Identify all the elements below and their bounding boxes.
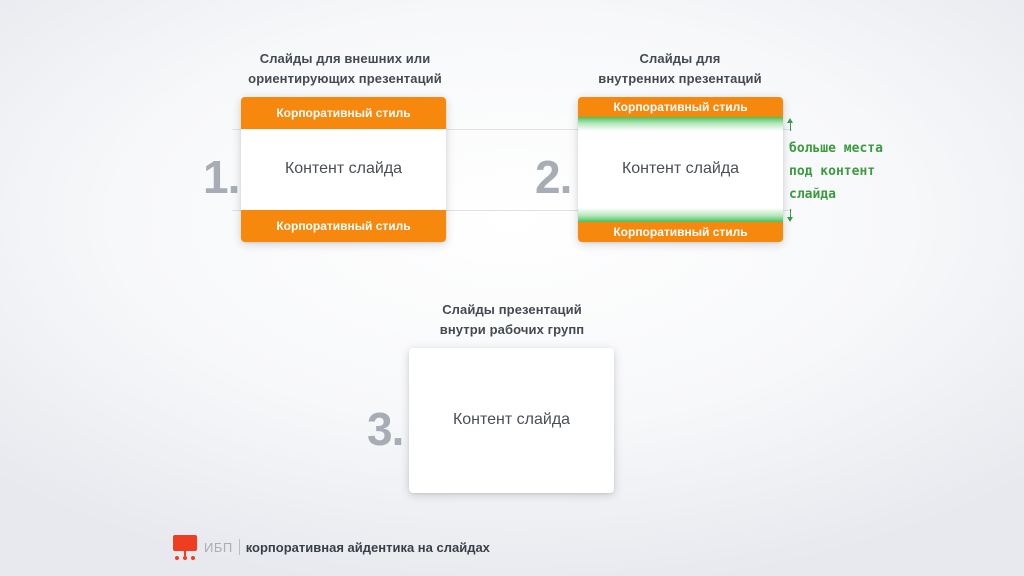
variant-2-content: Контент слайда <box>621 160 740 177</box>
variant-2-caption-line-1: Слайды для <box>639 51 721 66</box>
variant-2-bottom-band: Корпоративный стиль <box>578 222 783 242</box>
note-line-1: больше места <box>789 141 883 156</box>
variant-3-content: Контент слайда <box>452 411 571 428</box>
extra-space-note: больше места под контент слайда <box>789 137 883 206</box>
variant-2-slide: Корпоративный стиль Контент слайда Корпо… <box>578 97 783 242</box>
variant-2-extra-space-top <box>578 117 783 131</box>
variant-2-caption-line-2: внутренних презентаций <box>598 71 762 86</box>
variant-1-number: 1. <box>203 151 240 203</box>
footer: ИБП корпоративная айдентика на слайдах <box>172 531 490 563</box>
note-line-3: слайда <box>789 187 836 202</box>
variant-1-top-band: Корпоративный стиль <box>241 97 446 129</box>
note-line-2: под контент <box>789 164 876 179</box>
variant-3-caption-line-1: Слайды презентаций <box>442 302 582 317</box>
variant-2-top-band: Корпоративный стиль <box>578 97 783 117</box>
variant-1-caption-line-1: Слайды для внешних или <box>259 51 431 66</box>
variant-1-bottom-band: Корпоративный стиль <box>241 210 446 242</box>
variant-1-caption-line-2: ориентирующих презентаций <box>248 71 442 86</box>
variant-2-extra-space-bottom <box>578 208 783 222</box>
guide-line-top <box>232 129 792 130</box>
variant-2-number: 2. <box>535 151 572 203</box>
footer-text: корпоративная айдентика на слайдах <box>245 539 490 555</box>
variant-1-caption: Слайды для внешних или ориентирующих пре… <box>232 49 458 89</box>
variant-2-caption: Слайды для внутренних презентаций <box>568 49 792 89</box>
guide-line-bottom <box>232 210 792 211</box>
variant-1-slide: Корпоративный стиль Контент слайда Корпо… <box>241 97 446 242</box>
presentation-screen-icon <box>172 532 198 562</box>
variant-3-number: 3. <box>367 403 404 455</box>
variant-1-content: Контент слайда <box>284 160 403 177</box>
footer-separator <box>238 539 240 555</box>
variant-3-caption: Слайды презентаций внутри рабочих групп <box>400 300 624 340</box>
variant-3-caption-line-2: внутри рабочих групп <box>439 322 585 337</box>
footer-brand: ИБП <box>204 539 233 555</box>
variant-3-slide: Контент слайда <box>409 348 614 493</box>
